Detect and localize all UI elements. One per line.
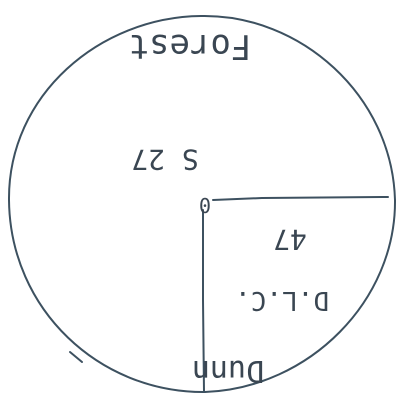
value-47-label: 47 — [273, 223, 307, 256]
center-zero-mark: 0 — [199, 193, 211, 217]
stray-tick-mark — [69, 351, 83, 363]
forest-label: Forest — [129, 26, 252, 66]
s27-label: S 27 — [131, 143, 198, 176]
dunn-label: Dunn — [192, 353, 264, 388]
horizontal-radius-line — [212, 196, 389, 201]
dlc-label: D.L.C. — [235, 285, 329, 315]
vertical-radius-line — [202, 209, 205, 393]
